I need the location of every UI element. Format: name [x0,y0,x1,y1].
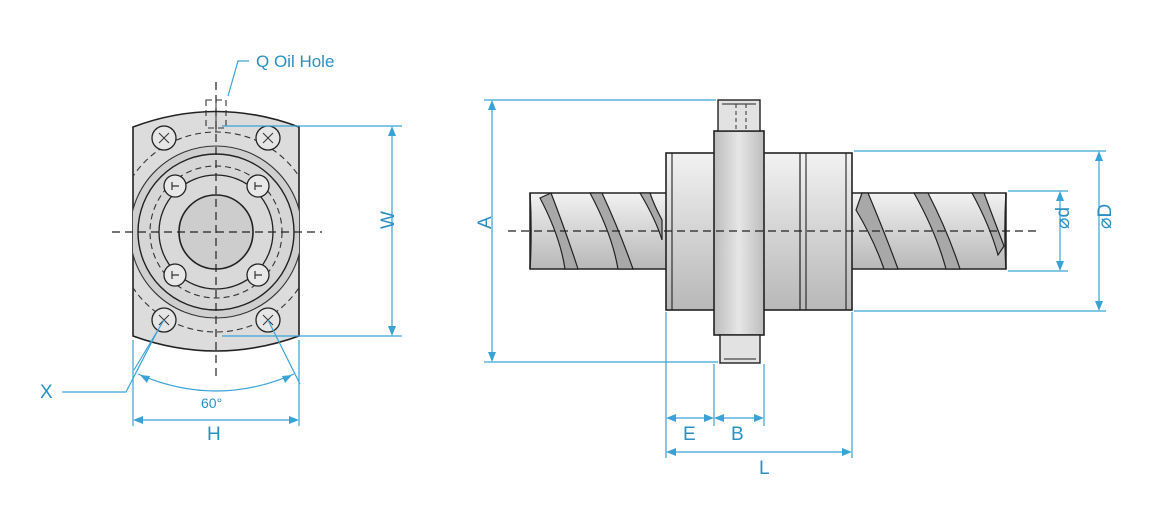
oil-hole-label: Q Oil Hole [256,52,334,71]
small-diameter-label: ⌀d [1053,207,1074,229]
oil-nipple [717,99,761,132]
large-diameter-label: ⌀D [1095,204,1116,229]
flange-width-label: B [731,424,744,445]
height-label: H [207,424,221,445]
flange-offset-label: E [683,424,696,445]
side-view-dimensions: A ⌀d ⌀D E B L [475,99,1116,479]
front-view [112,82,322,378]
length-label: L [759,458,770,479]
side-view [508,99,1040,364]
return-screws [163,174,270,287]
width-label: W [378,211,399,229]
angle-label: 60° [201,395,222,411]
overall-height-label: A [475,216,496,229]
front-view-dimensions: Q Oil Hole W H 60° X [40,52,402,445]
hole-label: X [40,382,53,403]
flange [713,130,765,336]
bottom-extension [719,334,761,364]
